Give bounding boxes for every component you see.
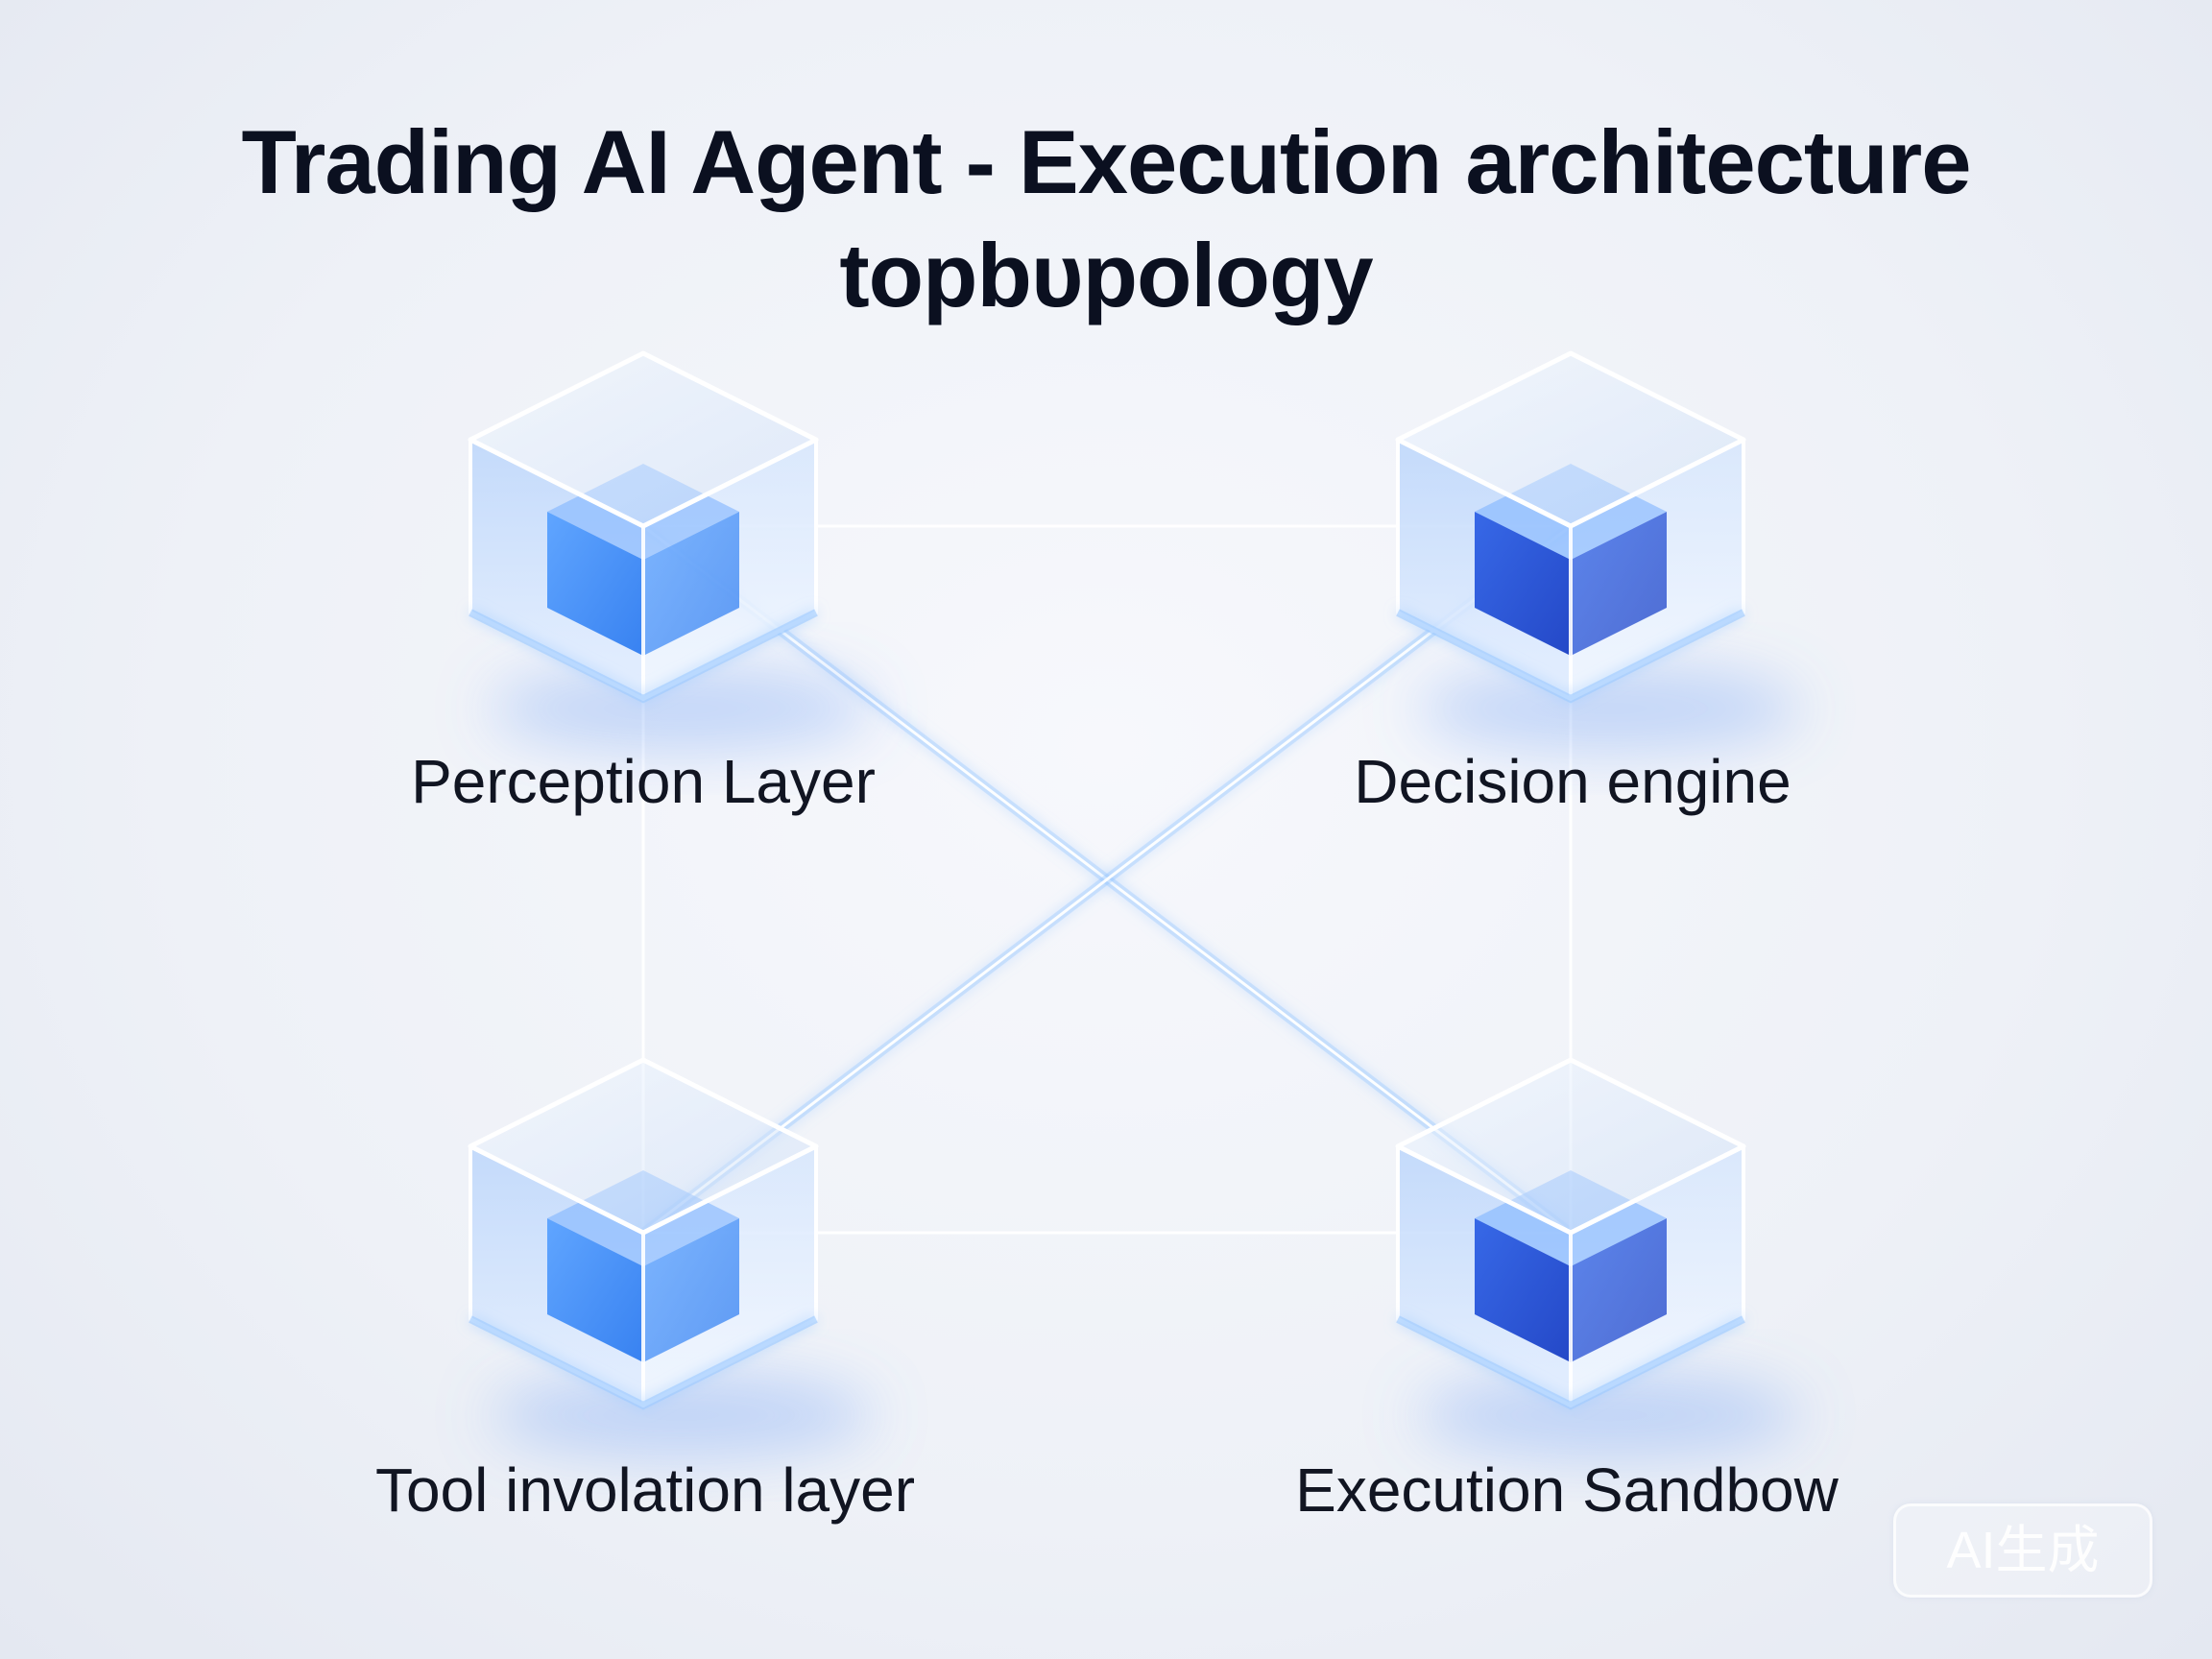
cube-decision [1395, 350, 1801, 752]
diagram-title-line-1: Trading AI Agent - Execution architectur… [241, 111, 1972, 212]
cube-perception [468, 350, 874, 752]
layer-cubes [468, 350, 1801, 1458]
node-label-execution: Execution Sandbow [1295, 1455, 1839, 1525]
node-label-tool: Tool involation layer [374, 1455, 916, 1525]
cube-tool [468, 1057, 874, 1458]
diagram-title: Trading AI Agent - Execution architectur… [0, 106, 2212, 332]
node-label-decision: Decision engine [1354, 747, 1791, 816]
diagram-title-line-2: topbυpology [839, 225, 1373, 325]
cube-execution [1395, 1057, 1801, 1458]
link-decision-tool [639, 522, 1575, 1237]
ai-generated-watermark: AI生成 [1893, 1503, 2152, 1598]
node-label-perception: Perception Layer [411, 747, 876, 816]
